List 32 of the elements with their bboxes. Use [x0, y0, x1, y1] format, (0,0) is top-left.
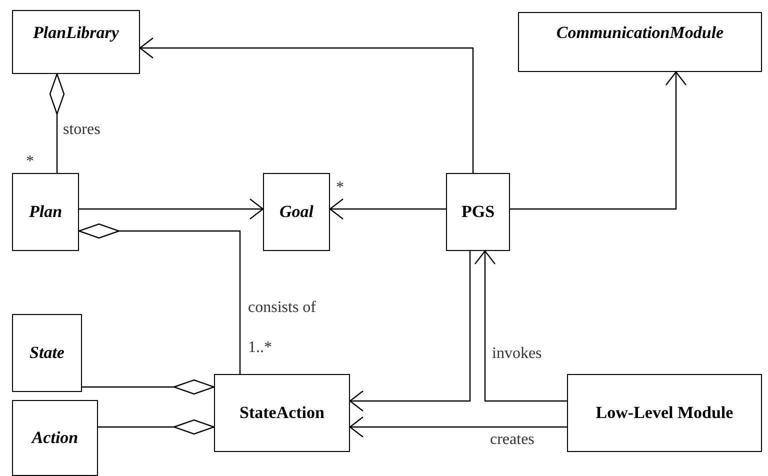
class-name: PGS — [461, 202, 495, 222]
class-box — [12, 314, 82, 392]
class-name: State — [30, 343, 64, 363]
aggregation-line — [49, 73, 65, 173]
aggregation-line — [98, 419, 215, 435]
arrow — [79, 198, 264, 220]
class-box — [214, 374, 350, 452]
arrow — [510, 71, 687, 210]
aggregation-line — [78, 223, 241, 374]
class-name: Low-Level Module — [596, 403, 734, 423]
class-name: CommunicationModule — [556, 23, 724, 43]
aggregation-line — [82, 379, 215, 395]
class-box — [12, 173, 79, 251]
class-name: PlanLibrary — [33, 23, 119, 43]
class-box — [12, 400, 98, 476]
class-name: StateAction — [240, 403, 324, 423]
class-name: Goal — [280, 202, 314, 222]
class-box — [446, 173, 510, 251]
arrow — [474, 250, 567, 402]
arrow — [139, 37, 474, 173]
arrow — [349, 416, 567, 438]
multiplicity-label: 1..* — [248, 340, 272, 356]
arrow — [349, 251, 471, 412]
class-name: Plan — [28, 202, 62, 222]
class-box — [518, 12, 762, 72]
multiplicity-label: * — [336, 180, 344, 196]
class-name: Action — [32, 428, 78, 448]
class-box — [567, 374, 762, 452]
arrow — [329, 198, 446, 220]
multiplicity-label: * — [26, 154, 34, 170]
class-box — [12, 10, 140, 74]
class-box — [263, 173, 330, 251]
